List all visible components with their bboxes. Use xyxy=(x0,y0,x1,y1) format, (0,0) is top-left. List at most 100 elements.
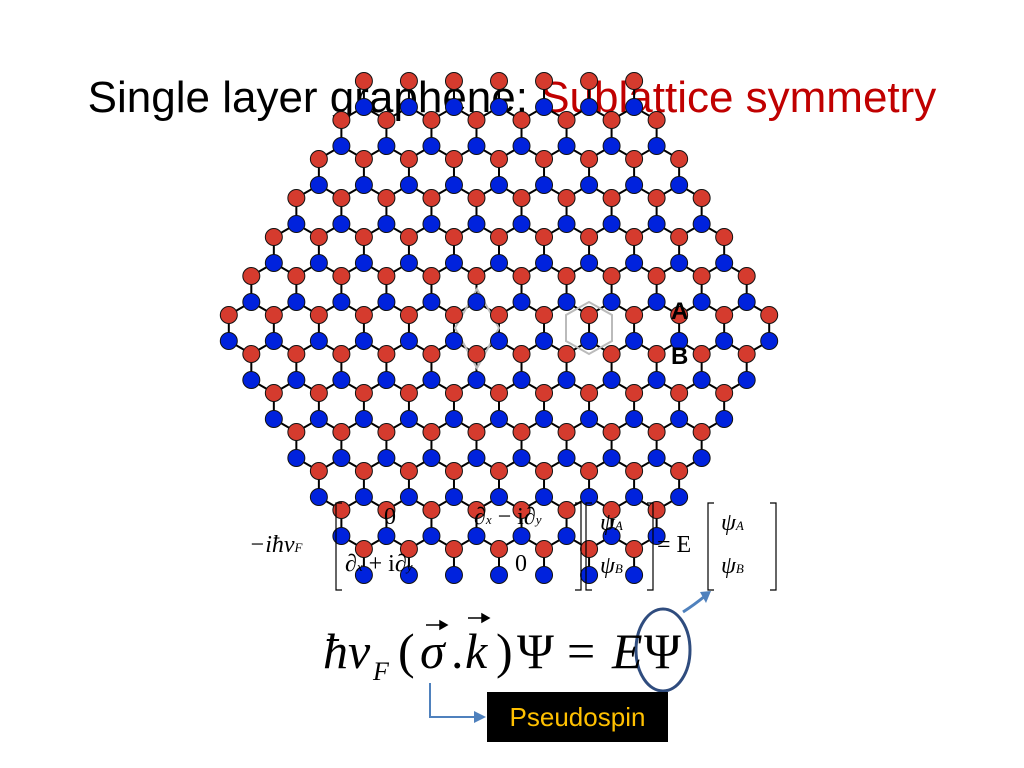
atom-site-b xyxy=(399,306,418,324)
atom-site-b xyxy=(399,540,418,558)
atom-site-a xyxy=(535,566,554,584)
atom-site-b xyxy=(737,267,756,285)
atom-site-a xyxy=(557,293,576,311)
spinor-psi-a: ψA xyxy=(600,510,623,536)
atom-site-a xyxy=(287,293,306,311)
atom-site-b xyxy=(422,267,441,285)
atom-site-b xyxy=(580,150,599,168)
atom-site-b xyxy=(557,111,576,129)
atom-site-a xyxy=(580,332,599,350)
atom-site-b xyxy=(354,150,373,168)
atom-site-b xyxy=(580,462,599,480)
atom-site-a xyxy=(467,293,486,311)
atom-site-b xyxy=(490,384,508,402)
atom-site-a xyxy=(332,215,351,233)
matrix-entry-21: ∂x + i∂y xyxy=(345,551,413,577)
atom-site-b xyxy=(602,423,621,441)
atom-site-b xyxy=(647,267,666,285)
atom-site-a xyxy=(692,293,711,311)
vector-arrows xyxy=(426,612,491,631)
atom-site-a xyxy=(580,254,599,272)
atom-site-b xyxy=(535,306,554,324)
open-paren: ( xyxy=(398,623,415,679)
atom-site-a xyxy=(422,527,441,545)
atom-site-a xyxy=(332,293,351,311)
subscript-f: F xyxy=(373,657,389,686)
atom-site-a xyxy=(625,566,644,584)
atom-site-b xyxy=(264,228,283,246)
atom-site-b xyxy=(580,384,599,402)
matrix-equals-e: = E xyxy=(657,532,692,558)
atom-site-a xyxy=(512,215,531,233)
atom-site-b xyxy=(557,189,576,207)
atom-site-b xyxy=(467,267,486,285)
atom-site-a xyxy=(399,566,418,584)
atom-site-a xyxy=(647,215,666,233)
atom-site-b xyxy=(557,267,576,285)
atom-site-a xyxy=(625,488,644,506)
atom-site-b xyxy=(354,306,373,324)
atom-site-b xyxy=(602,111,621,129)
atom-site-b xyxy=(309,462,328,480)
atom-site-b xyxy=(309,384,328,402)
atom-site-b xyxy=(354,384,373,402)
atom-site-b xyxy=(535,228,554,246)
atom-site-a xyxy=(399,410,418,428)
atom-site-b xyxy=(602,345,621,363)
atom-site-a xyxy=(264,332,283,350)
atom-site-b xyxy=(309,150,328,168)
atom-site-b xyxy=(422,501,441,519)
atom-site-a xyxy=(332,371,351,389)
atom-site-a xyxy=(399,488,418,506)
atom-site-b xyxy=(287,423,306,441)
atom-site-a xyxy=(399,332,418,350)
atom-site-a xyxy=(377,137,396,155)
atom-site-b xyxy=(557,345,576,363)
rhs-psi-a: ψA xyxy=(721,510,744,536)
atom-site-b xyxy=(467,423,486,441)
atom-site-b xyxy=(760,306,779,324)
spinor-arrow xyxy=(682,591,711,614)
atom-site-b xyxy=(354,540,373,558)
atom-site-b xyxy=(670,306,689,324)
atom-site-b xyxy=(490,462,508,480)
atom-site-a xyxy=(647,371,666,389)
atom-site-b xyxy=(444,306,463,324)
atom-site-b xyxy=(625,228,644,246)
atom-site-a xyxy=(670,332,689,350)
atom-site-b xyxy=(602,189,621,207)
sigma-symbol: σ xyxy=(420,623,445,679)
atom-site-b xyxy=(422,345,441,363)
atom-site-b xyxy=(670,384,689,402)
hbar-v: ħv xyxy=(323,623,371,679)
atom-site-b xyxy=(377,423,396,441)
atom-site-b xyxy=(625,306,644,324)
atom-site-a xyxy=(602,371,621,389)
atom-site-a xyxy=(715,254,734,272)
atom-site-a xyxy=(399,98,418,116)
atom-site-a xyxy=(332,137,351,155)
atom-site-a xyxy=(535,410,554,428)
atom-site-b xyxy=(422,189,441,207)
atom-site-a xyxy=(625,98,644,116)
atom-site-a xyxy=(332,527,351,545)
atom-site-a xyxy=(309,410,328,428)
atom-site-b xyxy=(715,306,734,324)
atom-site-a xyxy=(377,371,396,389)
atom-site-a xyxy=(490,176,508,194)
atom-site-b xyxy=(557,501,576,519)
energy-symbol: E xyxy=(612,623,643,679)
atom-site-b xyxy=(264,306,283,324)
atom-site-b xyxy=(332,267,351,285)
atom-site-b xyxy=(715,228,734,246)
atom-site-a xyxy=(444,98,463,116)
atom-site-a xyxy=(242,371,261,389)
atom-site-a xyxy=(287,215,306,233)
atom-site-a xyxy=(580,410,599,428)
atom-site-a xyxy=(264,410,283,428)
atom-site-b xyxy=(535,462,554,480)
atom-site-a xyxy=(399,176,418,194)
atom-site-a xyxy=(219,332,238,350)
atom-site-a xyxy=(354,98,373,116)
